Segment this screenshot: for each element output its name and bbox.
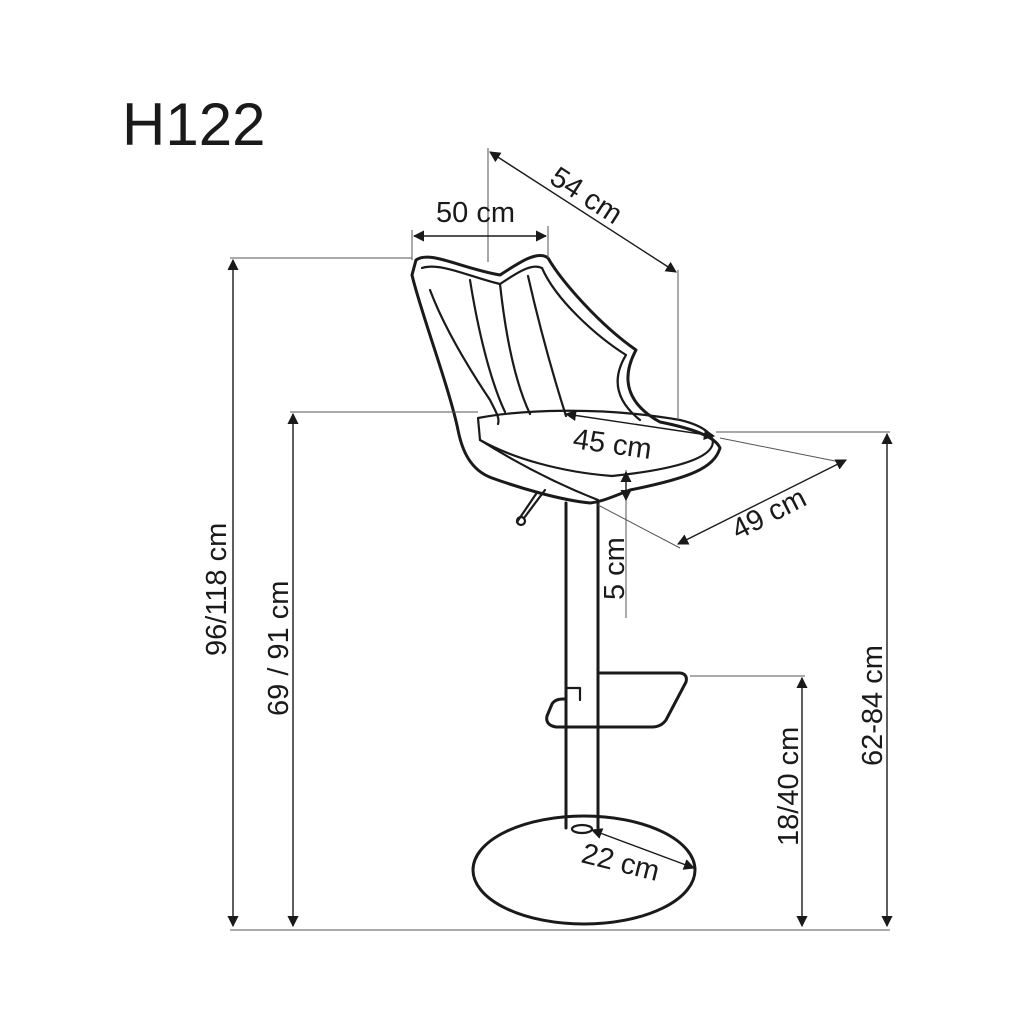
seat-piping: [478, 438, 600, 502]
backrest-channel-2: [498, 282, 532, 416]
depth-dim-line: [489, 151, 677, 273]
lever-knob: [515, 515, 527, 527]
product-title: H122: [122, 91, 265, 158]
backrest-inner: [420, 265, 642, 422]
seat-width-dim-line: [564, 409, 716, 441]
base-radius-dim-line: [590, 828, 696, 870]
leader-lines: [230, 148, 890, 931]
label-armrest-height: 69 / 91 cm: [263, 581, 295, 716]
label-seat-width: 45 cm: [571, 423, 654, 466]
label-base-radius: 22 cm: [578, 838, 662, 888]
footrest: [545, 671, 688, 729]
dimension-lines: [227, 151, 893, 928]
label-backrest-width: 50 cm: [436, 197, 515, 229]
column-foot: [570, 823, 594, 835]
column: [564, 501, 600, 830]
label-seat-thickness: 5 cm: [599, 537, 631, 600]
label-seat-height: 62-84 cm: [857, 645, 889, 766]
dimension-labels: 50 cm 54 cm 45 cm 49 cm 5 cm 96/118 cm 6…: [201, 161, 889, 888]
backrest-channel-1: [468, 278, 507, 414]
label-depth: 54 cm: [544, 161, 628, 231]
base-plate: [471, 814, 697, 926]
footrest-bracket: [564, 686, 582, 702]
backrest-channel-3: [526, 274, 568, 418]
label-seat-depth: 49 cm: [727, 482, 812, 546]
seat-depth-dim-line: [676, 459, 848, 545]
armrest-side: [428, 288, 500, 426]
label-footrest-height: 18/40 cm: [773, 727, 805, 846]
bar-stool: [410, 253, 722, 926]
label-total-height: 96/118 cm: [201, 523, 233, 656]
